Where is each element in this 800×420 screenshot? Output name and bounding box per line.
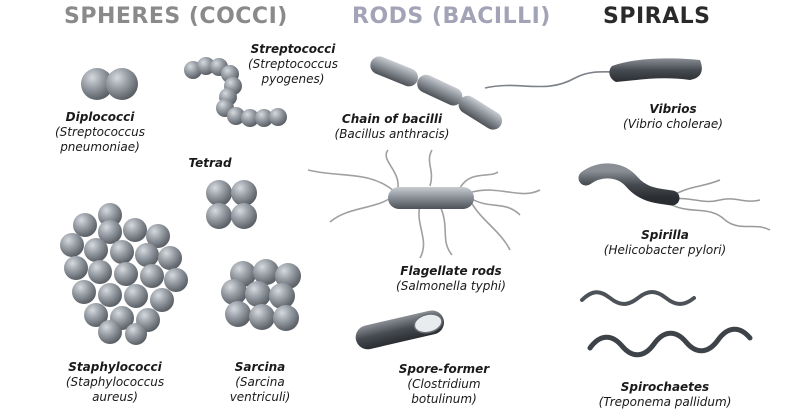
name-spore-former: Spore-former (398, 362, 490, 376)
label-tetrad: Tetrad (170, 156, 250, 171)
name-vibrios: Vibrios (649, 102, 697, 116)
species-streptococci-2: pyogenes) (261, 72, 325, 86)
vibrio-shape (484, 58, 702, 89)
species-staphylococci-1: (Staphylococcus (65, 375, 165, 389)
species-staphylococci-2: aureus) (92, 390, 138, 404)
species-spore-former-1: (Clostridium (407, 377, 481, 391)
species-diplococci-1: (Streptococcus (55, 125, 145, 139)
name-flagellate-rods: Flagellate rods (400, 264, 502, 278)
header-spirals: SPIRALS (603, 4, 711, 29)
label-streptococci: Streptococci (Streptococcus pyogenes) (228, 42, 358, 87)
spore-former-shape (355, 310, 445, 350)
species-sarcina-2: ventriculi) (229, 390, 291, 404)
name-spirochaetes: Spirochaetes (620, 380, 710, 394)
species-sarcina-1: (Sarcina (235, 375, 285, 389)
header-rods: RODS (BACILLI) (352, 4, 551, 29)
label-vibrios: Vibrios (Vibrio cholerae) (608, 102, 738, 132)
flagellate-rod-shape (307, 149, 541, 259)
label-diplococci: Diplococci (Streptococcus pneumoniae) (30, 110, 170, 155)
name-spirilla: Spirilla (641, 228, 689, 242)
label-spore-former: Spore-former (Clostridium botulinum) (384, 362, 504, 407)
species-spirilla: (Helicobacter pylori) (603, 243, 727, 257)
label-spirilla: Spirilla (Helicobacter pylori) (590, 228, 740, 258)
sarcina-shape (221, 259, 301, 331)
species-spore-former-2: botulinum) (411, 392, 477, 406)
label-sarcina: Sarcina (Sarcina ventriculi) (210, 360, 310, 405)
label-staphylococci: Staphylococci (Staphylococcus aureus) (40, 360, 190, 405)
species-spirochaetes: (Treponema pallidum) (598, 395, 732, 409)
header-spheres: SPHERES (COCCI) (64, 4, 288, 29)
tetrad-shape (206, 180, 257, 229)
label-chain-of-bacilli: Chain of bacilli (Bacillus anthracis) (322, 112, 462, 142)
species-streptococci-1: (Streptococcus (248, 57, 338, 71)
staphylococci-shape (60, 203, 188, 345)
name-streptococci: Streptococci (250, 42, 336, 56)
species-vibrios: (Vibrio cholerae) (623, 117, 723, 131)
diplococci-shape (81, 68, 138, 100)
spirochaetes-shape (580, 290, 753, 358)
label-flagellate-rods: Flagellate rods (Salmonella typhi) (376, 264, 526, 294)
name-staphylococci: Staphylococci (68, 360, 162, 374)
label-spirochaetes: Spirochaetes (Treponema pallidum) (590, 380, 740, 410)
name-chain-of-bacilli: Chain of bacilli (341, 112, 443, 126)
streptococci-shape (184, 57, 287, 127)
name-sarcina: Sarcina (234, 360, 286, 374)
species-chain-of-bacilli: (Bacillus anthracis) (334, 127, 450, 141)
name-diplococci: Diplococci (65, 110, 135, 124)
spirilla-shape (578, 163, 771, 231)
name-tetrad: Tetrad (188, 156, 232, 170)
species-diplococci-2: pneumoniae) (60, 140, 140, 154)
species-flagellate-rods: (Salmonella typhi) (396, 279, 506, 293)
chain-of-bacilli-shape (370, 56, 503, 130)
